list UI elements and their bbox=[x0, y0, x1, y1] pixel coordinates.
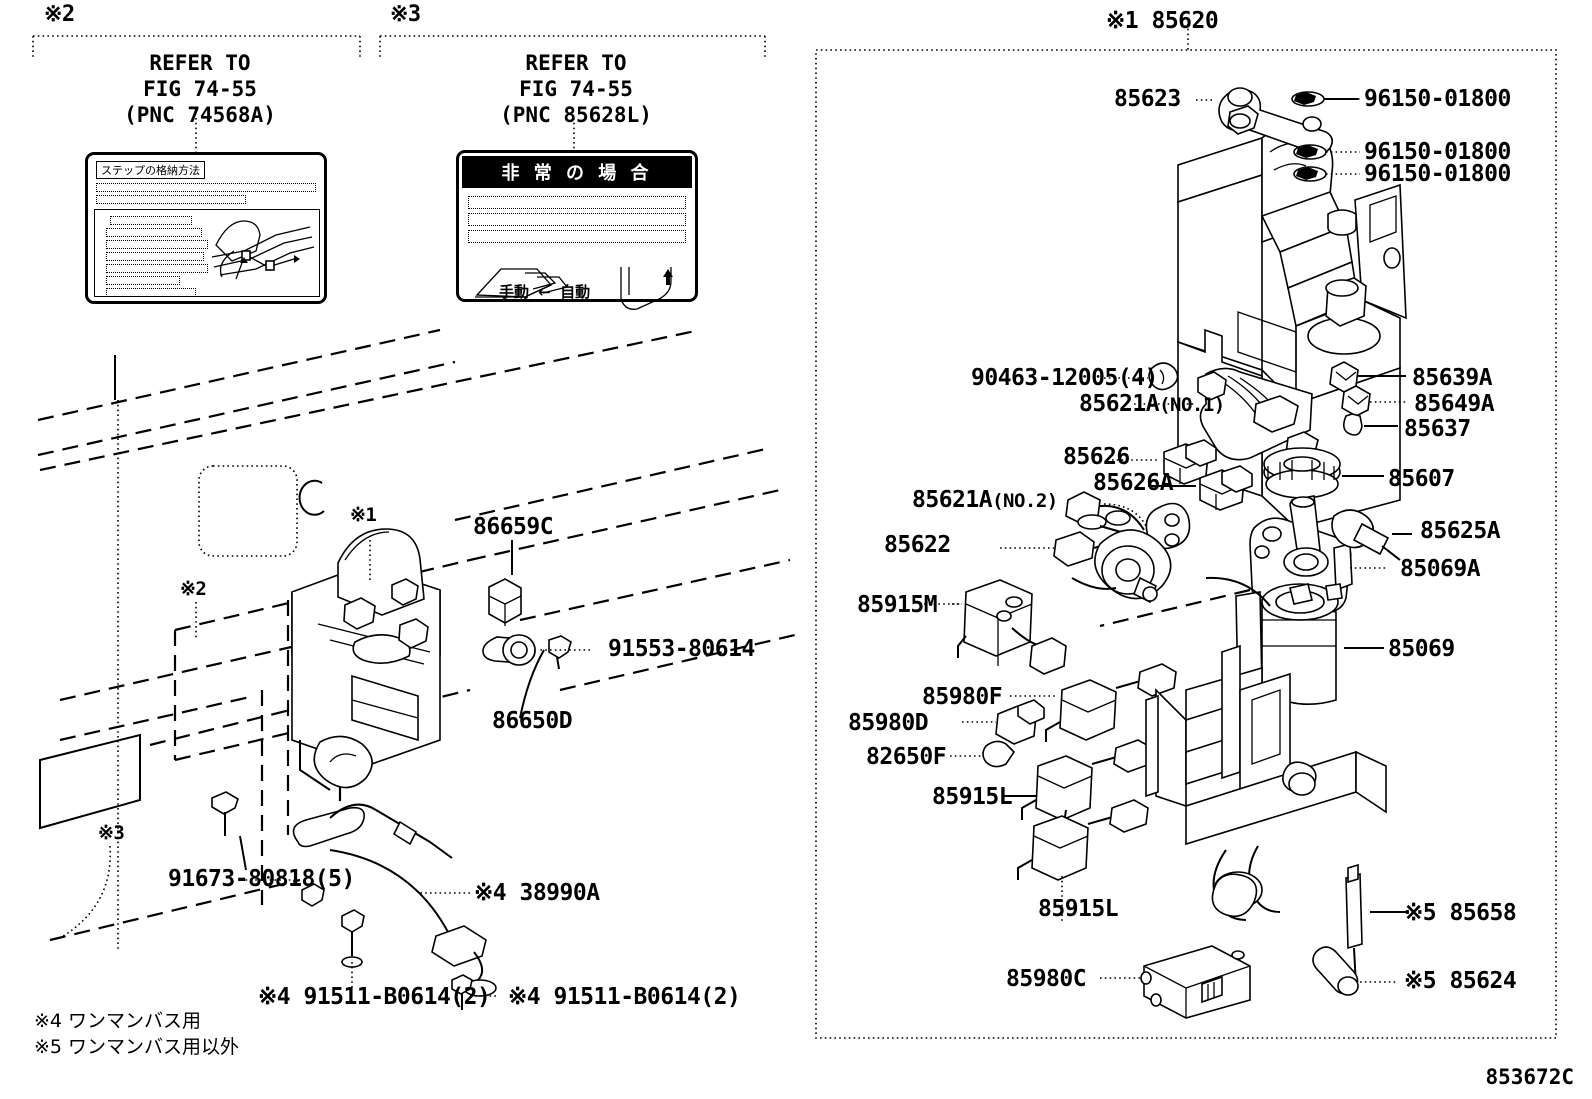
refer-line-1: REFER TO bbox=[525, 51, 627, 75]
part-number: 85621A bbox=[912, 487, 993, 513]
part-label-85626A: 85626A bbox=[1093, 470, 1174, 496]
part-label-85069: 85069 bbox=[1388, 636, 1455, 662]
part-label-85980F: 85980F bbox=[922, 684, 1003, 710]
part-label-85623: 85623 bbox=[1114, 86, 1181, 112]
part-label-96150-b: 96150-01800 bbox=[1364, 139, 1511, 165]
callout-marker-1: ※2 bbox=[44, 2, 75, 27]
part-label-85621A-no2: 85621A(NO.2) bbox=[912, 487, 1058, 513]
part-suffix: (NO.2) bbox=[992, 490, 1058, 512]
marker-1-label: ※1 bbox=[350, 504, 377, 526]
part-85915L-relay-1 bbox=[1002, 739, 1153, 825]
emergency-footer-left: 手動 bbox=[499, 283, 530, 301]
part-85915M-relay bbox=[924, 579, 1067, 675]
part-label-86650D: 86650D bbox=[492, 708, 573, 734]
refer-line-2: FIG 74-55 bbox=[143, 77, 257, 101]
part-label-86659C: 86659C bbox=[473, 514, 554, 540]
part-label-96150-a: 96150-01800 bbox=[1364, 86, 1511, 112]
refer-line-2: FIG 74-55 bbox=[519, 77, 633, 101]
part-label-85980C: 85980C bbox=[1006, 966, 1087, 992]
part-label-85637: 85637 bbox=[1404, 416, 1471, 442]
right-panel-title: ※1 85620 bbox=[1106, 8, 1219, 34]
door-engine-unit bbox=[291, 528, 441, 791]
part-96150-washers bbox=[1196, 91, 1360, 182]
marker-3-label: ※3 bbox=[98, 822, 125, 844]
part-suffix: (NO.1) bbox=[1159, 394, 1225, 416]
part-label-85915L-2: 85915L bbox=[1038, 896, 1119, 922]
emergency-footer-right: 自動 bbox=[560, 283, 591, 301]
part-90463-clip bbox=[1104, 362, 1179, 391]
part-label-85621A-no1: 85621A(NO.1) bbox=[1079, 391, 1225, 417]
emergency-label-graphic: 非 常 の 場 合 手動 ← 自動 bbox=[456, 150, 698, 310]
part-label-85980D: 85980D bbox=[848, 710, 929, 736]
part-85624-rod bbox=[1312, 946, 1398, 996]
part-label-96150-c: 96150-01800 bbox=[1364, 161, 1511, 187]
left-leader-lines bbox=[59, 540, 590, 997]
part-label-91673: 91673-80818(5) bbox=[168, 866, 355, 892]
part-label-85069A: 85069A bbox=[1400, 556, 1481, 582]
part-85621A-no2-85622-motor bbox=[1000, 491, 1191, 604]
emergency-label-heading: 非 常 の 場 合 bbox=[462, 156, 692, 188]
part-label-91511-b: ※4 91511-B0614(2) bbox=[508, 984, 741, 1010]
part-label-85626: 85626 bbox=[1063, 444, 1130, 470]
part-85623-lever bbox=[1218, 87, 1334, 156]
callout-marker-2: ※3 bbox=[390, 2, 421, 27]
footnote-4: ※4 ワンマンバス用 bbox=[34, 1010, 202, 1032]
part-label-85915L-1: 85915L bbox=[932, 784, 1013, 810]
part-label-85625A: 85625A bbox=[1420, 518, 1501, 544]
callout-bracket-2 bbox=[379, 35, 766, 150]
callout-bracket-1 bbox=[32, 35, 361, 152]
left-arrow-icon: ← bbox=[538, 283, 551, 301]
part-85915L-relay-2 bbox=[1017, 799, 1149, 922]
callout-refer-2: REFER TO FIG 74-55 (PNC 85628L) bbox=[478, 50, 674, 128]
part-85658-damper bbox=[1345, 863, 1406, 987]
part-label-85622: 85622 bbox=[884, 532, 951, 558]
part-label-85639A: 85639A bbox=[1412, 365, 1493, 391]
part-label-85658: ※5 85658 bbox=[1404, 900, 1517, 926]
marker-2-label: ※2 bbox=[180, 578, 207, 600]
part-85980D-switch bbox=[962, 699, 1045, 745]
refer-line-3: (PNC 74568A) bbox=[124, 103, 276, 127]
footnote-5: ※5 ワンマンバス用以外 bbox=[34, 1036, 240, 1058]
right-panel-border bbox=[815, 24, 1557, 1039]
part-label-85649A: 85649A bbox=[1414, 391, 1495, 417]
part-85980F-relay bbox=[1010, 663, 1177, 742]
part-label-85915M: 85915M bbox=[857, 592, 938, 618]
part-label-85624: ※5 85624 bbox=[1404, 968, 1517, 994]
step-label-heading: ステップの格納方法 bbox=[96, 161, 205, 179]
part-label-85607: 85607 bbox=[1388, 466, 1455, 492]
part-bracket-frame bbox=[1145, 644, 1387, 921]
diagram-code: 853672C bbox=[1485, 1065, 1574, 1089]
part-label-91553: 91553-80614 bbox=[608, 636, 755, 662]
part-85626-connectors bbox=[1112, 439, 1253, 511]
part-85607-bearing bbox=[1263, 447, 1384, 499]
part-label-38990A: ※4 38990A bbox=[474, 880, 600, 906]
emergency-illustration bbox=[475, 267, 673, 310]
step-label-graphic: ステップの格納方法 bbox=[85, 152, 327, 304]
part-label-82650F: 82650F bbox=[866, 744, 947, 770]
part-label-90463: 90463-12005(4) bbox=[971, 365, 1158, 391]
part-85980C-ecu bbox=[1100, 945, 1251, 1019]
part-label-91511-a: ※4 91511-B0614(2) bbox=[258, 984, 491, 1010]
refer-line-3: (PNC 85628L) bbox=[500, 103, 652, 127]
callout-refer-1: REFER TO FIG 74-55 (PNC 74568A) bbox=[100, 50, 300, 128]
step-label-illustration bbox=[211, 220, 315, 280]
right-leader-lines bbox=[1099, 576, 1271, 628]
left-small-parts bbox=[211, 578, 572, 1010]
refer-line-1: REFER TO bbox=[149, 51, 251, 75]
part-82650F-grommet bbox=[950, 740, 1016, 768]
part-number: 85621A bbox=[1079, 391, 1160, 417]
